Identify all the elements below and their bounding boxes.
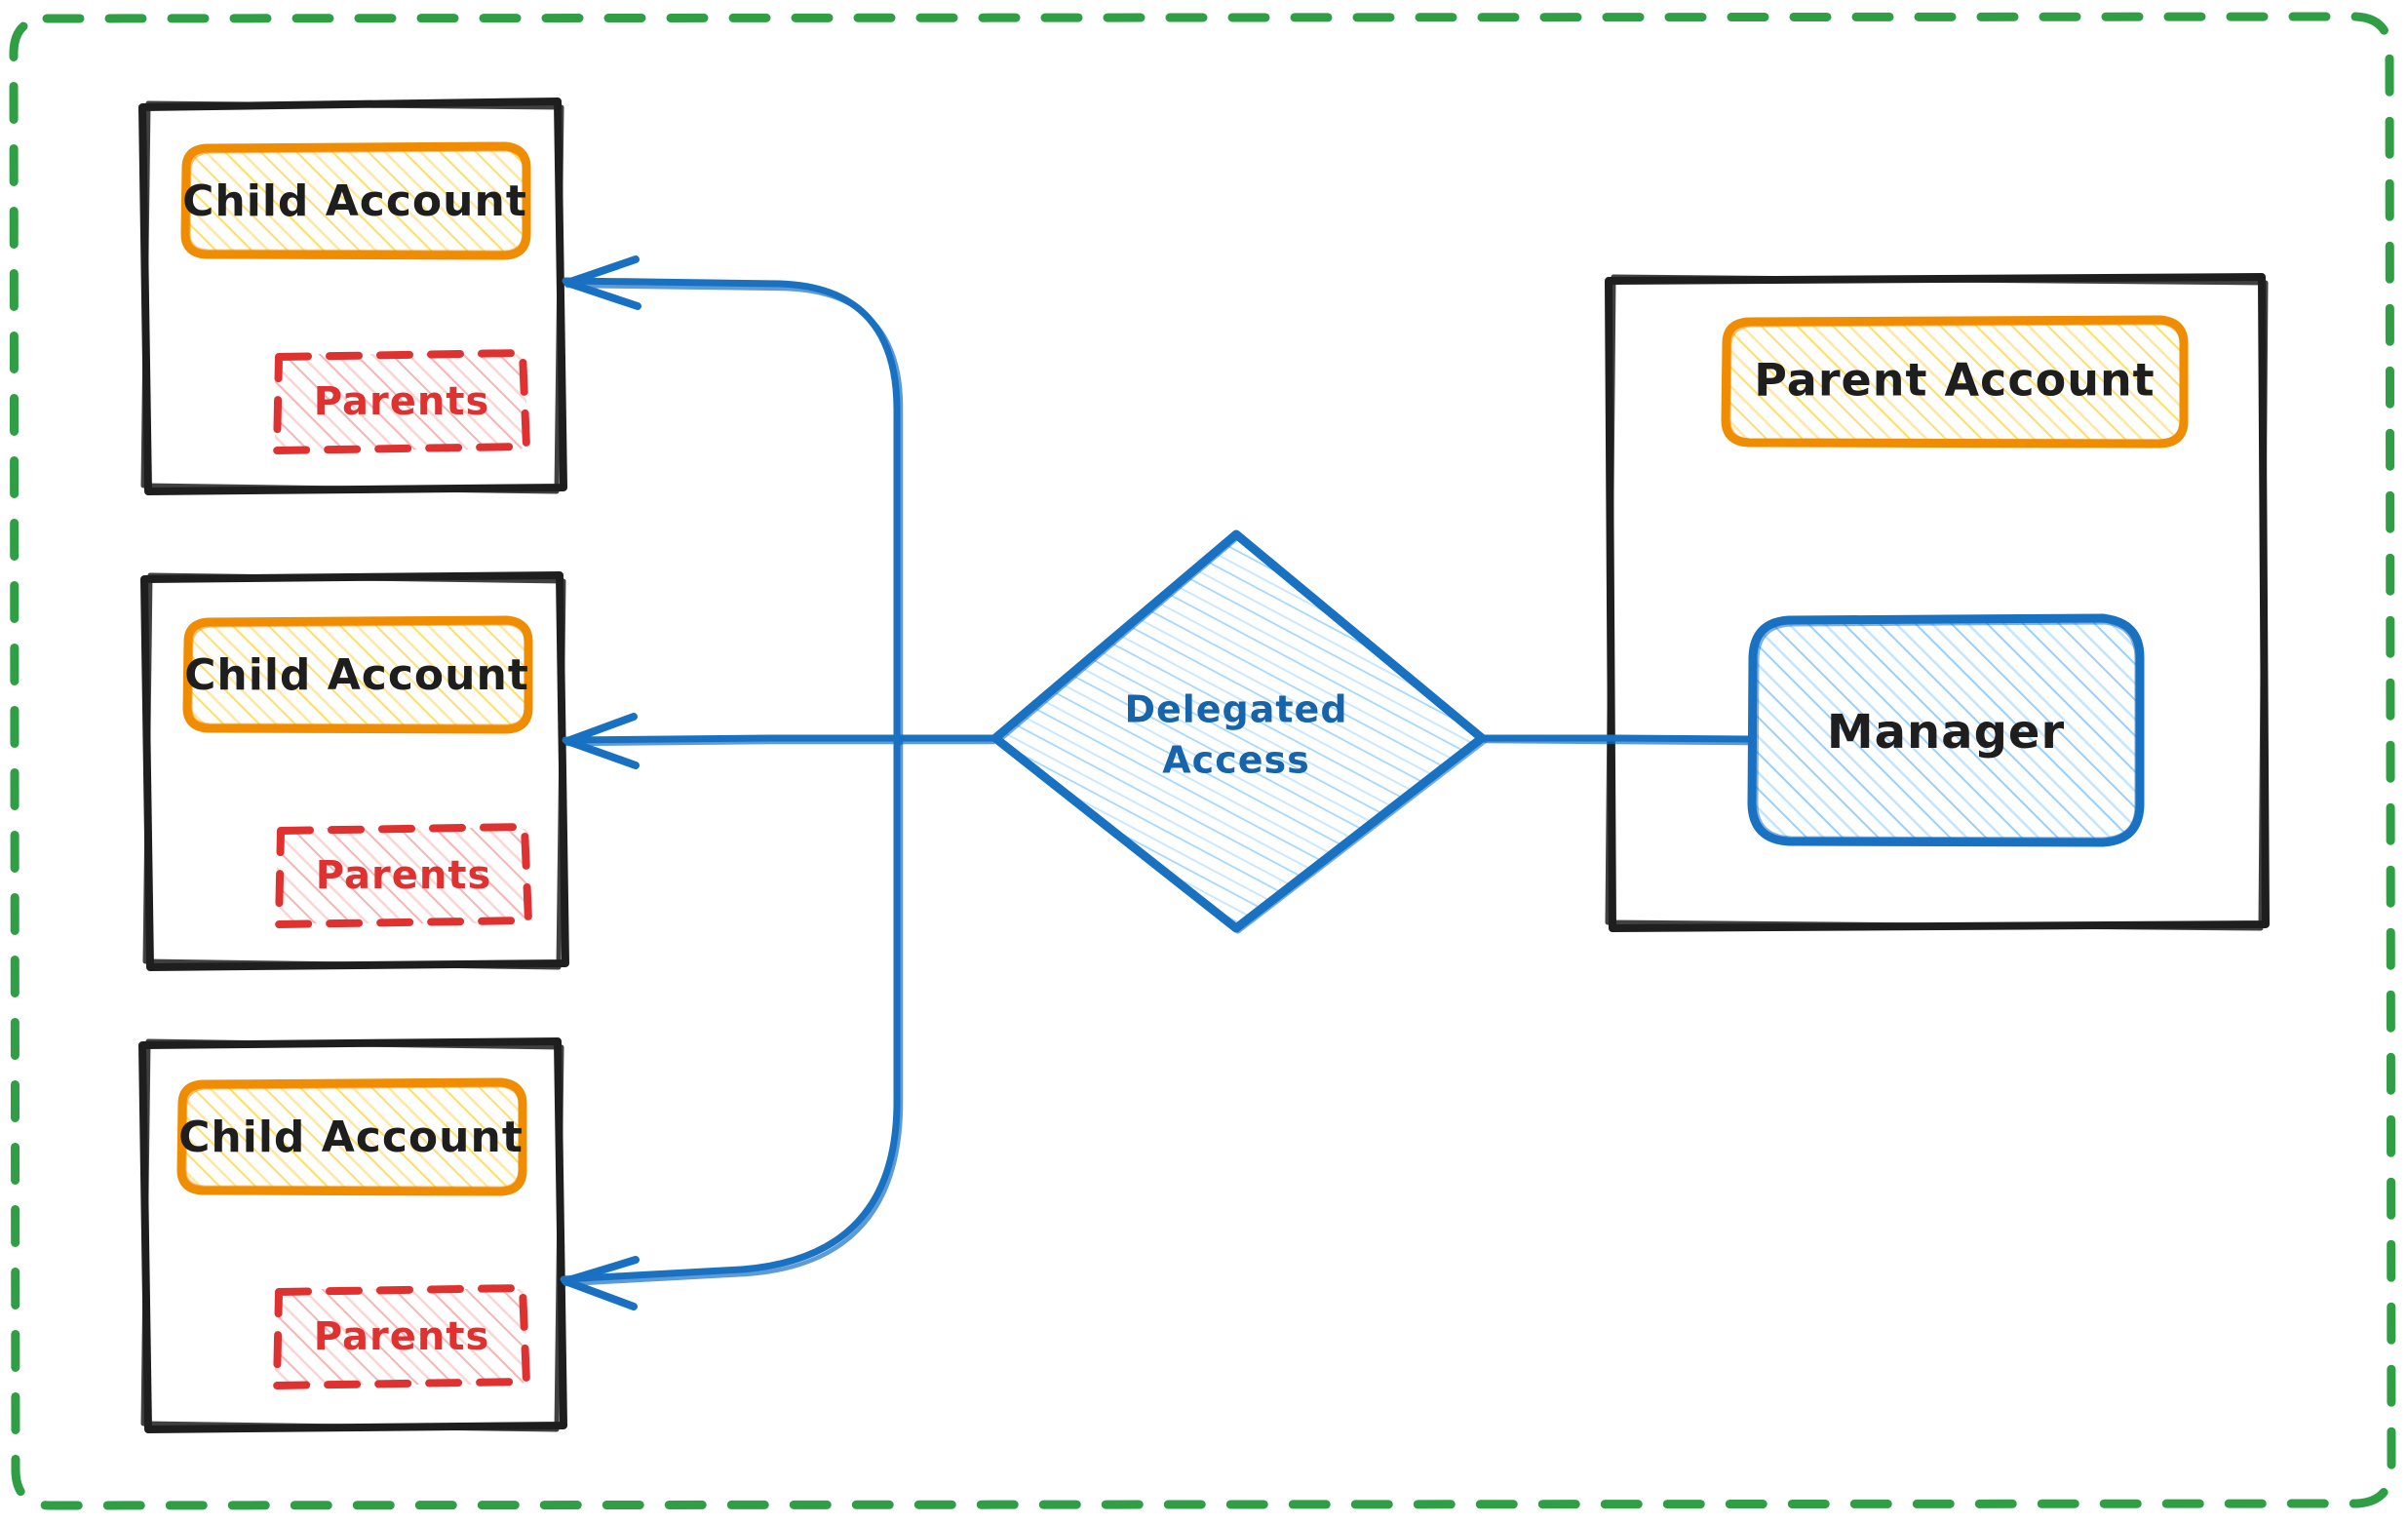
delegated-access-node[interactable]: Delegated Access	[990, 529, 1488, 934]
child-account-container-3[interactable]: Child Account Parents	[138, 1037, 567, 1433]
connector-delegated-to-child-3[interactable]	[560, 737, 904, 1310]
parent-account-label: Parent Account	[1754, 354, 2155, 407]
connector-delegated-to-child-1[interactable]	[562, 255, 904, 746]
manager-fill	[1752, 620, 2140, 842]
parents-label-1: Parents	[314, 379, 490, 424]
parent-account-node[interactable]: Parent Account	[1721, 315, 2189, 449]
parent-account-container[interactable]: Parent Account Manager	[1605, 273, 2270, 932]
child-account-node-2[interactable]: Child Account	[182, 615, 533, 734]
child-account-node-1[interactable]: Child Account	[180, 141, 531, 260]
child-account-container-1[interactable]: Child Account Parents	[138, 98, 567, 495]
parents-node-2[interactable]: Parents	[275, 823, 532, 928]
child-account-fill-1	[185, 148, 524, 254]
connector-manager-to-delegated[interactable]	[1481, 734, 1756, 746]
parents-fill-1	[275, 354, 526, 449]
parents-label-3: Parents	[314, 1314, 490, 1359]
delegated-access-label-line2: Access	[1162, 739, 1309, 782]
manager-label: Manager	[1827, 705, 2065, 760]
child-account-label-1: Child Account	[182, 176, 527, 226]
child-account-node-3[interactable]: Child Account	[176, 1077, 527, 1196]
child-account-fill-3	[181, 1084, 521, 1190]
parents-label-2: Parents	[316, 853, 492, 898]
child-account-fill-2	[187, 622, 526, 727]
child-account-label-3: Child Account	[178, 1113, 524, 1162]
parents-fill-2	[277, 828, 528, 923]
parent-account-fill	[1726, 322, 2184, 443]
connector-delegated-to-child-2[interactable]	[562, 713, 999, 769]
delegated-access-label-line1: Delegated	[1124, 688, 1347, 731]
child-account-container-2[interactable]: Child Account Parents	[140, 571, 569, 971]
parents-node-3[interactable]: Parents	[273, 1284, 530, 1389]
child-account-label-2: Child Account	[184, 650, 529, 700]
parents-fill-3	[275, 1289, 526, 1385]
delegated-access-fill	[996, 534, 1482, 928]
parents-node-1[interactable]: Parents	[273, 349, 530, 454]
manager-node[interactable]: Manager	[1747, 613, 2145, 847]
organization-boundary	[9, 12, 2396, 1510]
